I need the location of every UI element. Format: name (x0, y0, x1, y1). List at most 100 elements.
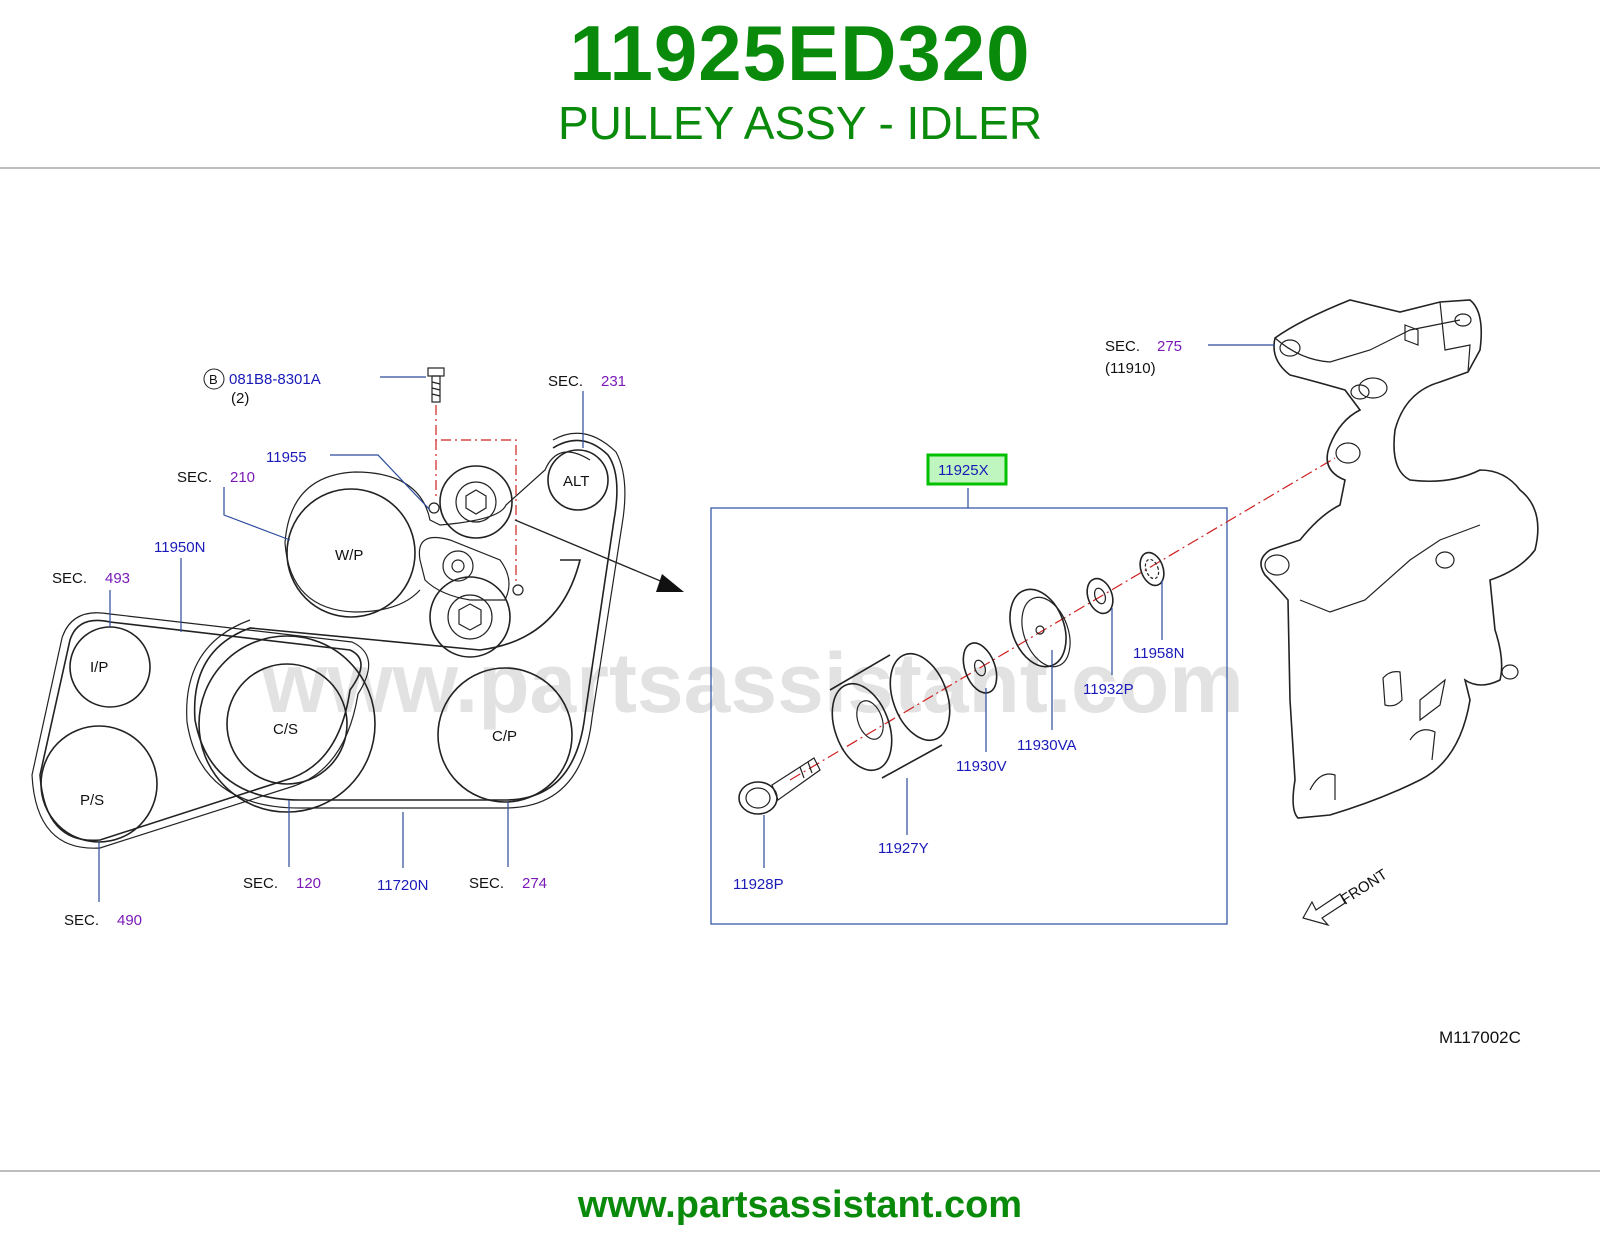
bracket-hole-top (1454, 313, 1472, 327)
bracket-hole-2 (1358, 377, 1388, 399)
label-tensioner[interactable]: 11955 (266, 449, 307, 466)
tensioner-dowel (428, 502, 440, 514)
belt-wp-loop (284, 451, 591, 544)
sec-num-wp[interactable]: 210 (230, 469, 255, 486)
leader-11955 (330, 454, 431, 511)
bracket-boss (1439, 301, 1471, 373)
bolt-081b8 (427, 367, 445, 403)
belt-inner-edge (31, 612, 370, 849)
front-arrow-icon (1302, 893, 1346, 927)
tensioner-pivot (442, 550, 474, 582)
pulley-cp (437, 667, 573, 803)
pulley-label-ip: I/P (90, 659, 108, 676)
belt-layout: ALT W/P I/P P/S C/S C/P B 081B8-8301A (2… (31, 367, 684, 929)
sec-label-ps: SEC. (64, 912, 99, 929)
exploded-frame (710, 507, 1228, 925)
bracket-hole-1 (1279, 339, 1301, 357)
sec-num-alt[interactable]: 231 (601, 373, 626, 390)
bracket-foot (1309, 773, 1336, 800)
tensioner-bolt-hex (458, 603, 482, 631)
label-belt-lower[interactable]: 11720N (377, 877, 428, 894)
label-part-clip[interactable]: 11958N (1133, 645, 1184, 662)
part-washer (962, 642, 998, 694)
leader-sec-210 (223, 487, 291, 541)
pulley-ps (40, 725, 158, 843)
bracket-edge-2 (1299, 524, 1481, 613)
sec-label-ip: SEC. (52, 570, 87, 587)
sec-label-alt: SEC. (548, 373, 583, 390)
idler-pulley-top-hub (455, 481, 497, 523)
part-idler-pulley (829, 652, 951, 779)
bracket-slot (1382, 671, 1403, 707)
diagram-code: M117002C (1439, 1028, 1521, 1047)
sec-label-cp: SEC. (469, 875, 504, 892)
idler-pulley-top (439, 465, 513, 539)
pulley-ip (69, 626, 151, 708)
label-belt-upper[interactable]: 11950N (154, 539, 205, 556)
pulley-alt (547, 449, 609, 511)
idler-bolt-hex (465, 489, 487, 515)
sec-num-ip[interactable]: 493 (105, 570, 130, 587)
bracket-hole-6 (1501, 664, 1519, 680)
bracket-hole-4 (1264, 554, 1290, 576)
pulley-cs-inner (226, 663, 348, 785)
front-label: FRONT (1338, 866, 1391, 908)
label-bolt-part[interactable]: 081B8-8301A (229, 371, 321, 388)
sec-num-cs[interactable]: 120 (296, 875, 321, 892)
part-number-title: 11925ED320 (569, 9, 1031, 97)
pulley-label-ps: P/S (80, 792, 104, 809)
belt-outer-edge (186, 432, 626, 809)
belt-outer (193, 439, 618, 801)
bracket-edge-1 (1274, 319, 1461, 363)
label-bolt-qty: (2) (231, 390, 249, 407)
label-part-washer[interactable]: 11930V (956, 758, 1007, 775)
footer-url-link[interactable]: www.partsassistant.com (577, 1184, 1023, 1226)
pulley-cs-outer (198, 635, 376, 813)
bracket-tab (1404, 324, 1419, 346)
tensioner-pulley-hub (447, 594, 493, 640)
bracket-hole-5 (1435, 551, 1455, 569)
belt-wp-loop-lower (284, 542, 421, 613)
exploded-view: 11925X (710, 453, 1336, 925)
part-clip (1139, 551, 1165, 587)
sec-num-cp[interactable]: 274 (522, 875, 547, 892)
tensioner-pulley (429, 576, 511, 658)
part-name-subtitle: PULLEY ASSY - IDLER (557, 97, 1043, 149)
pulley-label-cs: C/S (273, 721, 298, 738)
header-divider (0, 167, 1600, 169)
bolt-badge-letter: B (209, 372, 218, 387)
engine-bracket: SEC. 275 (11910) FRONT (1105, 299, 1539, 927)
sec-label-bracket: SEC. (1105, 338, 1140, 355)
pulley-label-alt: ALT (563, 473, 589, 490)
sec-label-cs: SEC. (243, 875, 278, 892)
sec-num-ps[interactable]: 490 (117, 912, 142, 929)
label-part-spacer[interactable]: 11932P (1083, 681, 1134, 698)
pulley-wp (286, 488, 416, 618)
sec-num-bracket[interactable]: 275 (1157, 338, 1182, 355)
part-bolt (738, 757, 821, 815)
watermark-text: www.partsassistant.com (261, 636, 1244, 730)
label-part-pulley[interactable]: 11927Y (878, 840, 929, 857)
tensioner-body (418, 536, 510, 601)
part-spacer (1086, 577, 1114, 615)
bracket-ref: (11910) (1105, 360, 1156, 377)
callout-arrow-line (514, 519, 671, 586)
assembly-highlight-box[interactable] (926, 453, 1008, 486)
label-part-cover[interactable]: 11930VA (1017, 737, 1077, 754)
label-part-bolt[interactable]: 11928P (733, 876, 784, 893)
pulley-label-wp: W/P (335, 547, 363, 564)
pulley-label-cp: C/P (492, 728, 517, 745)
callout-arrow-head (656, 574, 684, 592)
footer-divider (0, 1170, 1600, 1172)
tensioner-dowel-2 (512, 584, 524, 596)
bracket-rib (1419, 678, 1446, 722)
sec-label-wp: SEC. (177, 469, 212, 486)
bracket-foot-2 (1409, 729, 1436, 761)
tensioner-pivot-center (451, 559, 465, 573)
bracket-mount-hole (1335, 442, 1361, 464)
label-assembly[interactable]: 11925X (938, 462, 989, 479)
bolt-badge-circle (203, 368, 225, 390)
belt-inner (39, 619, 362, 842)
bracket-hole-3 (1350, 384, 1370, 400)
